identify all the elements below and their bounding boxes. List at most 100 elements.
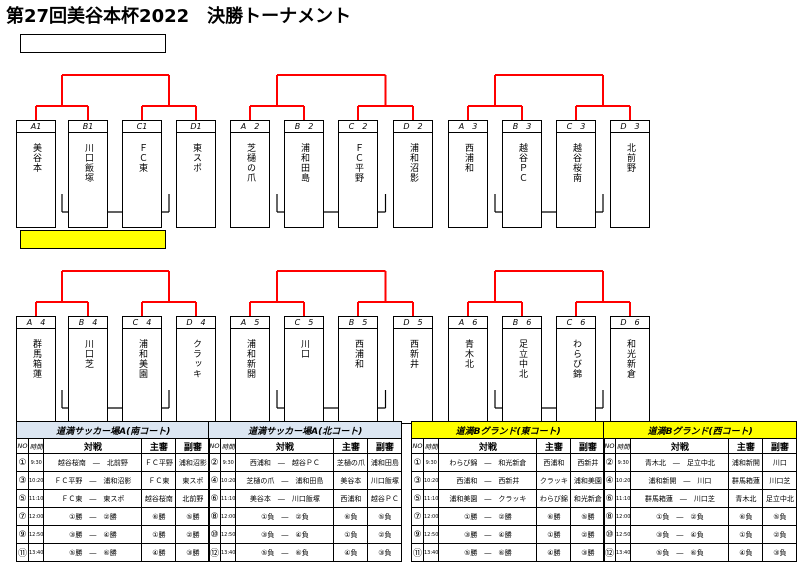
match-time: 10:20 — [614, 471, 632, 490]
match-sub-referee: 西新井 — [570, 453, 606, 472]
match-referee: ⑥勝 — [536, 507, 572, 526]
col-match: 対戦 — [438, 438, 538, 454]
match-no: ⑦ — [411, 507, 424, 526]
match-time: 12:50 — [614, 525, 632, 544]
team-name: 浦和田島 — [299, 143, 309, 183]
team-box: C 4 浦和美園 — [122, 316, 162, 424]
col-sub-referee: 副審 — [762, 438, 798, 454]
match-time: 11:10 — [219, 489, 237, 508]
match-time: 12:00 — [27, 507, 45, 526]
col-sub-referee: 副審 — [570, 438, 606, 454]
court-name: 道満サッカー場A(南コート) — [15, 421, 211, 439]
match-sub-referee: 浦和田島 — [367, 453, 403, 472]
match-time: 12:50 — [422, 525, 440, 544]
team-code: C1 — [123, 121, 161, 133]
col-sub-referee: 副審 — [175, 438, 211, 454]
match-pairing: 浦和新開 ― 川口 — [630, 471, 730, 490]
match-pairing: 越谷桜南 ― 北前野 — [43, 453, 143, 472]
match-time: 13:40 — [614, 543, 632, 562]
match-sub-referee: ②負 — [762, 525, 798, 544]
team-name: 浦和美園 — [137, 339, 147, 379]
match-pairing: わらび錦 ― 和光新倉 — [438, 453, 538, 472]
match-no: ⑪ — [411, 543, 424, 562]
team-name: 越谷ＰＣ — [517, 143, 527, 183]
match-sub-referee: 和光新倉 — [570, 489, 606, 508]
team-name: 芝樋の爪 — [245, 143, 255, 183]
match-no: ② — [603, 453, 616, 472]
match-sub-referee: 川口芝 — [762, 471, 798, 490]
match-pairing: 青木北 ― 足立中北 — [630, 453, 730, 472]
team-box: B 2 浦和田島 — [284, 120, 324, 228]
team-code: A 6 — [449, 317, 487, 329]
match-pairing: 浦和美園 ― クラッキ — [438, 489, 538, 508]
team-code: B 2 — [285, 121, 323, 133]
col-referee: 主審 — [728, 438, 764, 454]
match-time: 9:30 — [614, 453, 632, 472]
match-pairing: ③勝 ― ④勝 — [43, 525, 143, 544]
match-no: ③ — [16, 471, 29, 490]
match-no: ⑫ — [208, 543, 221, 562]
team-name: 和光新倉 — [625, 339, 635, 379]
match-sub-referee: 足立中北 — [762, 489, 798, 508]
col-match: 対戦 — [235, 438, 335, 454]
match-time: 11:10 — [422, 489, 440, 508]
col-referee: 主審 — [141, 438, 177, 454]
team-code: D 4 — [177, 317, 215, 329]
match-pairing: 群馬箱蓮 ― 川口芝 — [630, 489, 730, 508]
team-name: 川口飯塚 — [83, 143, 93, 183]
team-code: C 6 — [557, 317, 595, 329]
match-pairing: ③負 ― ④負 — [630, 525, 730, 544]
team-code: A 5 — [231, 317, 269, 329]
match-referee: ⑥負 — [333, 507, 369, 526]
match-pairing: ①負 ― ②負 — [630, 507, 730, 526]
court-name: 道満Bグランド(西コート) — [602, 421, 798, 439]
court-name: 道満サッカー場A(北コート) — [207, 421, 403, 439]
match-referee: 美谷本 — [333, 471, 369, 490]
match-no: ⑥ — [208, 489, 221, 508]
match-pairing: ⑤負 ― ⑥負 — [235, 543, 335, 562]
team-code: C 4 — [123, 317, 161, 329]
match-no: ② — [208, 453, 221, 472]
match-referee: 群馬箱蓮 — [728, 471, 764, 490]
match-no: ⑦ — [16, 507, 29, 526]
match-referee: ①勝 — [536, 525, 572, 544]
match-no: ① — [411, 453, 424, 472]
team-name: 西浦和 — [353, 339, 363, 369]
team-name: 群馬箱蓮 — [31, 339, 41, 379]
col-time: 時間 — [219, 438, 237, 454]
match-time: 10:20 — [27, 471, 45, 490]
col-referee: 主審 — [333, 438, 369, 454]
match-sub-referee: 北前野 — [175, 489, 211, 508]
match-no: ⑧ — [603, 507, 616, 526]
match-referee: 浦和新開 — [728, 453, 764, 472]
match-time: 13:40 — [422, 543, 440, 562]
match-time: 11:10 — [614, 489, 632, 508]
team-name: クラッキ — [191, 339, 201, 379]
match-referee: ①負 — [728, 525, 764, 544]
match-referee: ＦＣ東 — [141, 471, 177, 490]
match-sub-referee: ③負 — [367, 543, 403, 562]
team-name: 青木北 — [463, 339, 473, 369]
match-time: 12:00 — [614, 507, 632, 526]
match-sub-referee: 浦和沼影 — [175, 453, 211, 472]
team-code: D 2 — [394, 121, 432, 133]
col-sub-referee: 副審 — [367, 438, 403, 454]
match-referee: ④負 — [333, 543, 369, 562]
match-referee: わらび錦 — [536, 489, 572, 508]
match-pairing: ⑤負 ― ⑥負 — [630, 543, 730, 562]
